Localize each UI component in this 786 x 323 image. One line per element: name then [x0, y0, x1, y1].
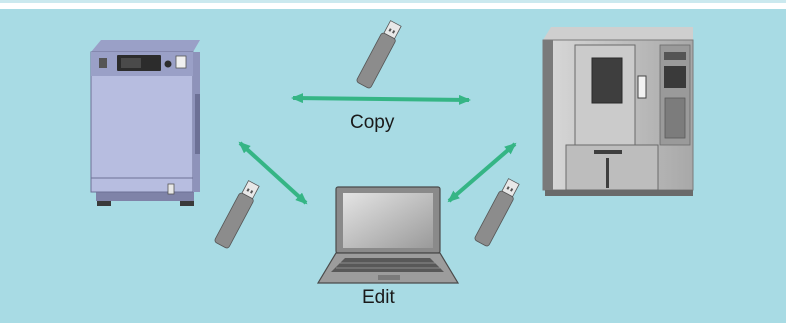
arrow-laptop-to-right [447, 142, 517, 203]
edit-label: Edit [362, 287, 395, 308]
environmental-chamber-icon [542, 27, 694, 196]
arrow-left-to-right [291, 93, 471, 105]
arrow-left-to-laptop [238, 141, 308, 205]
laptop-icon [316, 186, 460, 284]
copy-label: Copy [350, 112, 395, 133]
medical-cabinet-icon [90, 40, 200, 206]
usb-flash-drive-icon [214, 20, 520, 249]
double-headed-arrow-icon [238, 93, 517, 205]
